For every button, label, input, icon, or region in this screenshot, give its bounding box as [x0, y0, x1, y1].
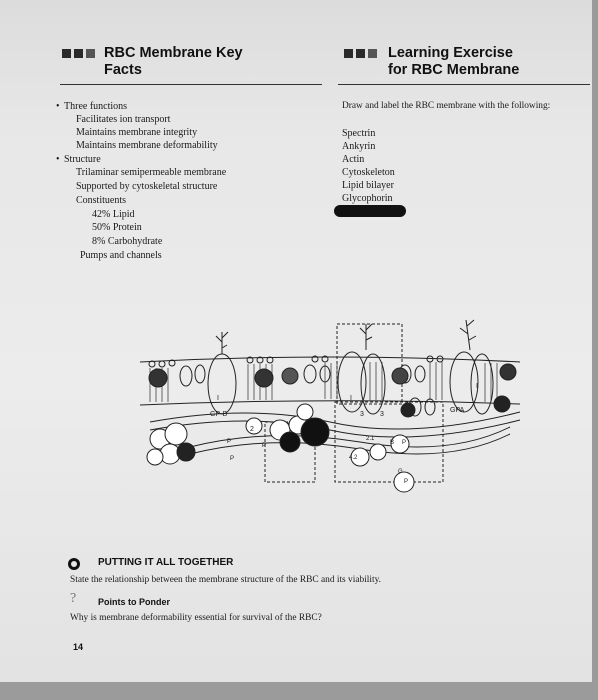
diagram-label: 3	[360, 411, 364, 418]
lipid-heads-top	[148, 355, 444, 368]
header-blocks-icon	[62, 49, 95, 58]
putting-together-prompt: State the relationship between the membr…	[70, 575, 382, 585]
constituent-item: 42% Lipid	[92, 209, 135, 220]
exercise-label: Actin	[342, 154, 365, 165]
diagram-label: 3	[380, 411, 384, 418]
diagram-label-gpa: GPA	[450, 407, 465, 414]
function-item: Maintains membrane integrity	[76, 127, 198, 138]
diagram-label: B	[390, 440, 395, 446]
redaction-marker	[334, 205, 406, 217]
diagram-label: P	[230, 456, 235, 462]
ponder-heading: Points to Ponder	[98, 597, 170, 607]
diagram-label: I	[350, 395, 352, 402]
rbc-membrane-diagram	[139, 319, 521, 493]
exercise-label: Cytoskeleton	[342, 167, 395, 178]
diagram-label: P	[262, 443, 267, 449]
diagram-label: 4.2	[349, 455, 358, 461]
diagram-label-gpb: GP-B	[210, 411, 228, 418]
exercise-label: Spectrin	[342, 128, 376, 139]
function-item: Maintains membrane deformability	[76, 140, 218, 151]
exercise-instruction: Draw and label the RBC membrane with the…	[342, 101, 551, 111]
function-item: Facilitates ion transport	[76, 114, 171, 125]
constituent-item: 8% Carbohydrate	[92, 236, 163, 247]
exercise-label: Lipid bilayer	[342, 180, 394, 191]
key-facts-rule	[60, 84, 322, 85]
header-blocks-icon	[344, 49, 377, 58]
diagram-label: P	[227, 439, 232, 445]
putting-together-heading: PUTTING IT ALL TOGETHER	[98, 557, 234, 568]
diagram-label: I	[217, 395, 219, 402]
structure-item: Trilaminar semipermeable membrane	[76, 167, 227, 178]
section-circle-icon	[68, 558, 80, 570]
constituent-item: 50% Protein	[92, 222, 142, 233]
bullet-structure: •Structure	[56, 154, 101, 165]
structure-item: Constituents	[76, 195, 127, 206]
page-number: 14	[73, 642, 84, 652]
pumps-item: Pumps and channels	[80, 250, 162, 261]
page-edge	[592, 0, 598, 700]
question-mark-icon: ?	[70, 591, 77, 606]
diagram-label: P	[404, 479, 409, 485]
diagram-label: 2.1	[366, 436, 375, 442]
exercise-label: Glycophorin	[342, 193, 393, 204]
exercise-title-line1: Learning Exercise	[388, 45, 513, 61]
diagram-label: G	[398, 469, 403, 475]
ponder-question: Why is membrane deformability essential …	[70, 613, 322, 623]
key-facts-title-line1: RBC Membrane Key	[104, 45, 243, 61]
diagram-label: I	[476, 383, 478, 390]
diagram-label: 2	[250, 426, 254, 433]
exercise-label: Ankyrin	[342, 141, 376, 152]
exercise-rule	[338, 84, 590, 85]
diagram-label: P	[402, 440, 407, 446]
exercise-title-line2: for RBC Membrane	[388, 62, 520, 78]
page-bottom-shadow	[0, 682, 598, 700]
bullet-functions: •Three functions	[56, 101, 128, 112]
key-facts-title-line2: Facts	[104, 62, 142, 78]
structure-item: Supported by cytoskeletal structure	[76, 181, 218, 192]
